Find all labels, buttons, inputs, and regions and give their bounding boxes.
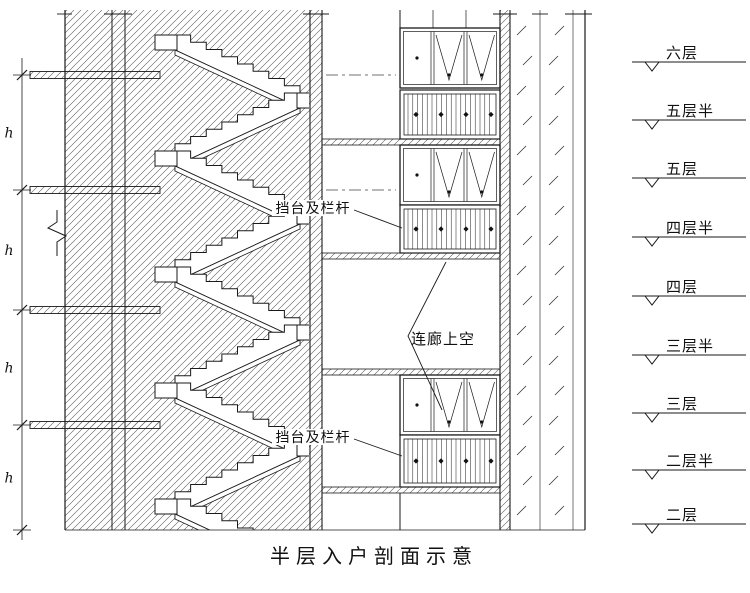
leader-parapet-lower [353, 438, 403, 457]
window-wall [399, 10, 501, 530]
level-marker: 六层 [632, 45, 746, 72]
window-frame [399, 144, 501, 206]
stair-landing [296, 92, 309, 109]
leader-corridor-void [407, 261, 447, 411]
casement-symbol [435, 151, 463, 199]
railing-band [399, 434, 501, 488]
right-wall [499, 10, 586, 530]
dimension-label: h [4, 126, 13, 142]
elevation-triangle-icon [643, 412, 661, 423]
parapet-railing-label-lower: 挡台及栏杆 [276, 429, 351, 445]
stair-landing [154, 382, 178, 399]
leader-parapet-upper [353, 209, 403, 229]
stair-landing [296, 324, 309, 341]
elevation-triangle-icon [643, 523, 661, 534]
level-label: 二层 [666, 507, 698, 524]
level-label: 六层 [666, 45, 698, 62]
level-marker: 四层半 [632, 220, 746, 247]
parapet-railing-label-upper: 挡台及栏杆 [276, 200, 351, 216]
dimension-label: h [4, 361, 13, 377]
level-marker: 三层半 [632, 338, 746, 365]
stair-landing [154, 34, 178, 51]
level-marker: 三层 [632, 396, 746, 423]
elevation-triangle-icon [643, 469, 661, 480]
caption: 半层入户剖面示意 [270, 545, 478, 568]
elevation-triangle-icon [643, 119, 661, 130]
level-marker: 五层半 [632, 103, 746, 130]
level-label: 二层半 [666, 453, 714, 470]
curtain-wall-marks [516, 25, 565, 516]
level-marker: 四层 [632, 279, 746, 306]
middle-wall [309, 10, 323, 530]
casement-symbol [435, 381, 463, 429]
dimension-label: h [4, 243, 13, 259]
stair-landing [154, 266, 178, 283]
dimension-chain: h h h h [4, 58, 31, 540]
casement-symbol [468, 151, 495, 199]
corridor-void-label: 连廊上空 [411, 331, 475, 348]
floor-centerlines [326, 74, 396, 191]
annotations: 挡台及栏杆 挡台及栏杆 连廊上空 [272, 200, 475, 457]
elevation-triangle-icon [643, 177, 661, 188]
level-label: 四层半 [666, 220, 714, 237]
label-mask [272, 200, 354, 216]
level-label: 五层半 [666, 103, 714, 120]
label-mask [272, 429, 354, 445]
elevation-triangle-icon [643, 295, 661, 306]
dimension-label: h [4, 471, 13, 487]
level-marker: 五层 [632, 161, 746, 188]
level-marker: 二层半 [632, 453, 746, 480]
stair-landing [154, 150, 178, 167]
break-mark [46, 210, 68, 256]
window-frame [399, 27, 501, 89]
staircase-flights [154, 34, 309, 530]
level-marker: 二层 [632, 507, 746, 534]
casement-symbol [435, 34, 463, 82]
level-label: 五层 [666, 161, 698, 178]
window-frame [399, 374, 501, 436]
casement-symbol [468, 381, 495, 429]
level-label: 三层半 [666, 338, 714, 355]
elevation-triangle-icon [643, 236, 661, 247]
casement-symbol [468, 34, 495, 82]
level-label: 四层 [666, 279, 698, 296]
elevation-triangle-icon [643, 61, 661, 72]
elevation-triangle-icon [643, 354, 661, 365]
level-label: 三层 [666, 396, 698, 413]
stair-landing [154, 498, 178, 515]
